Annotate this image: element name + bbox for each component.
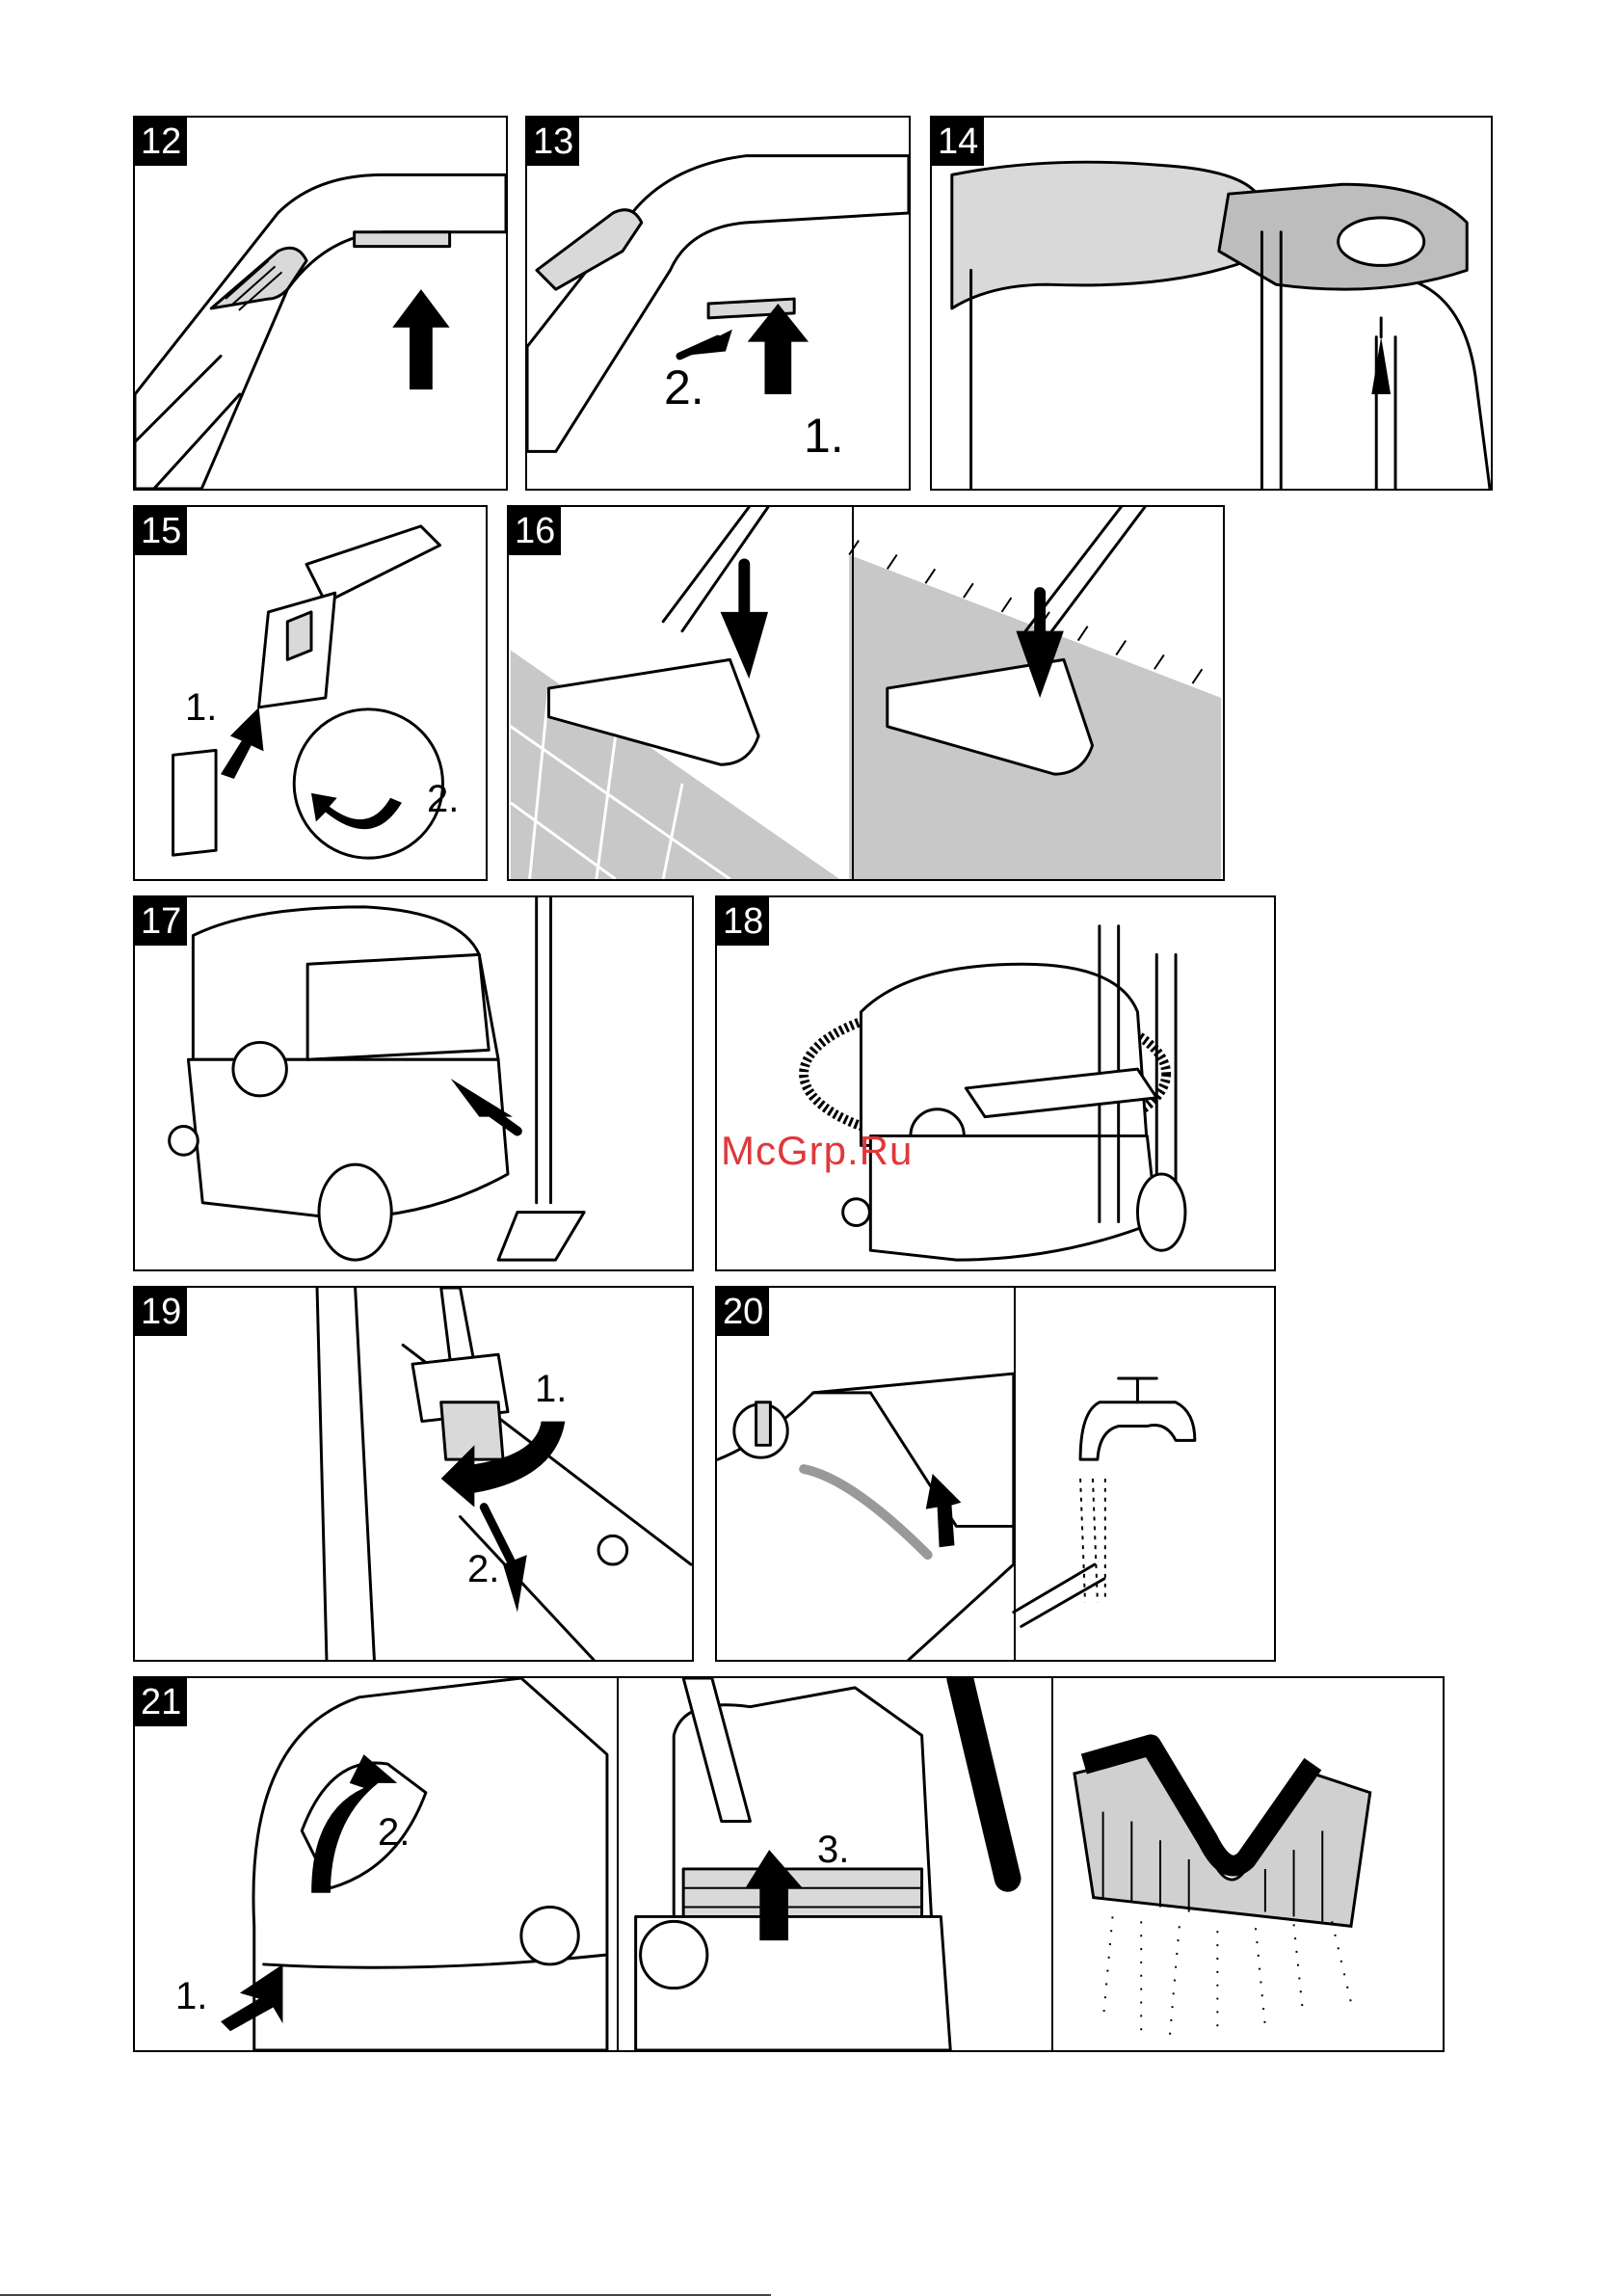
step-label-2: 2. xyxy=(664,363,704,412)
figure-20: 20 xyxy=(715,1286,1276,1662)
figure-number: 12 xyxy=(135,118,187,166)
filter-bag-illustration xyxy=(932,118,1491,489)
accessory-storage-illustration xyxy=(135,897,692,1269)
figure-number: 15 xyxy=(135,507,187,555)
figure-number: 16 xyxy=(509,507,561,555)
hose-storage-illustration xyxy=(717,897,1274,1269)
figure-number: 18 xyxy=(717,897,769,946)
figure-19: 19 1. 2. xyxy=(133,1286,694,1662)
handle-push-illustration xyxy=(527,118,909,489)
watermark: McGrp.Ru xyxy=(721,1128,913,1174)
step-label-2: 2. xyxy=(467,1550,499,1589)
panel-divider xyxy=(617,1678,619,2050)
hose-rinse-illustration xyxy=(717,1288,1274,1660)
figure-number: 14 xyxy=(932,118,984,166)
step-label-3: 3. xyxy=(817,1830,849,1869)
figure-number: 21 xyxy=(135,1678,187,1726)
step-label-2: 2. xyxy=(378,1813,410,1852)
step-label-1: 1. xyxy=(804,412,844,460)
figure-12: 12 xyxy=(133,116,508,491)
figure-17: 17 xyxy=(133,895,694,1271)
figure-number: 20 xyxy=(717,1288,769,1336)
figure-16: 16 xyxy=(507,505,1225,881)
panel-divider xyxy=(1014,1288,1016,1660)
panel-divider xyxy=(852,507,854,879)
figure-21: 21 2. 1. 3. xyxy=(133,1676,1445,2052)
figure-18: 18 xyxy=(715,895,1276,1271)
step-label-1: 1. xyxy=(185,688,217,727)
step-label-2: 2. xyxy=(427,780,459,818)
figure-number: 19 xyxy=(135,1288,187,1336)
filter-cleaning-illustration xyxy=(135,1678,1443,2050)
handle-release-illustration xyxy=(135,118,506,489)
step-label-1: 1. xyxy=(535,1370,567,1408)
floor-nozzle-illustration xyxy=(509,507,1223,879)
step-label-1: 1. xyxy=(175,1977,207,2016)
figure-14: 14 xyxy=(930,116,1493,491)
drain-plug-illustration xyxy=(135,1288,692,1660)
figure-15: 15 1. 2. xyxy=(133,505,488,881)
figure-number: 17 xyxy=(135,897,187,946)
figure-13: 13 2. 1. xyxy=(525,116,911,491)
figure-number: 13 xyxy=(527,118,579,166)
panel-divider xyxy=(1051,1678,1053,2050)
